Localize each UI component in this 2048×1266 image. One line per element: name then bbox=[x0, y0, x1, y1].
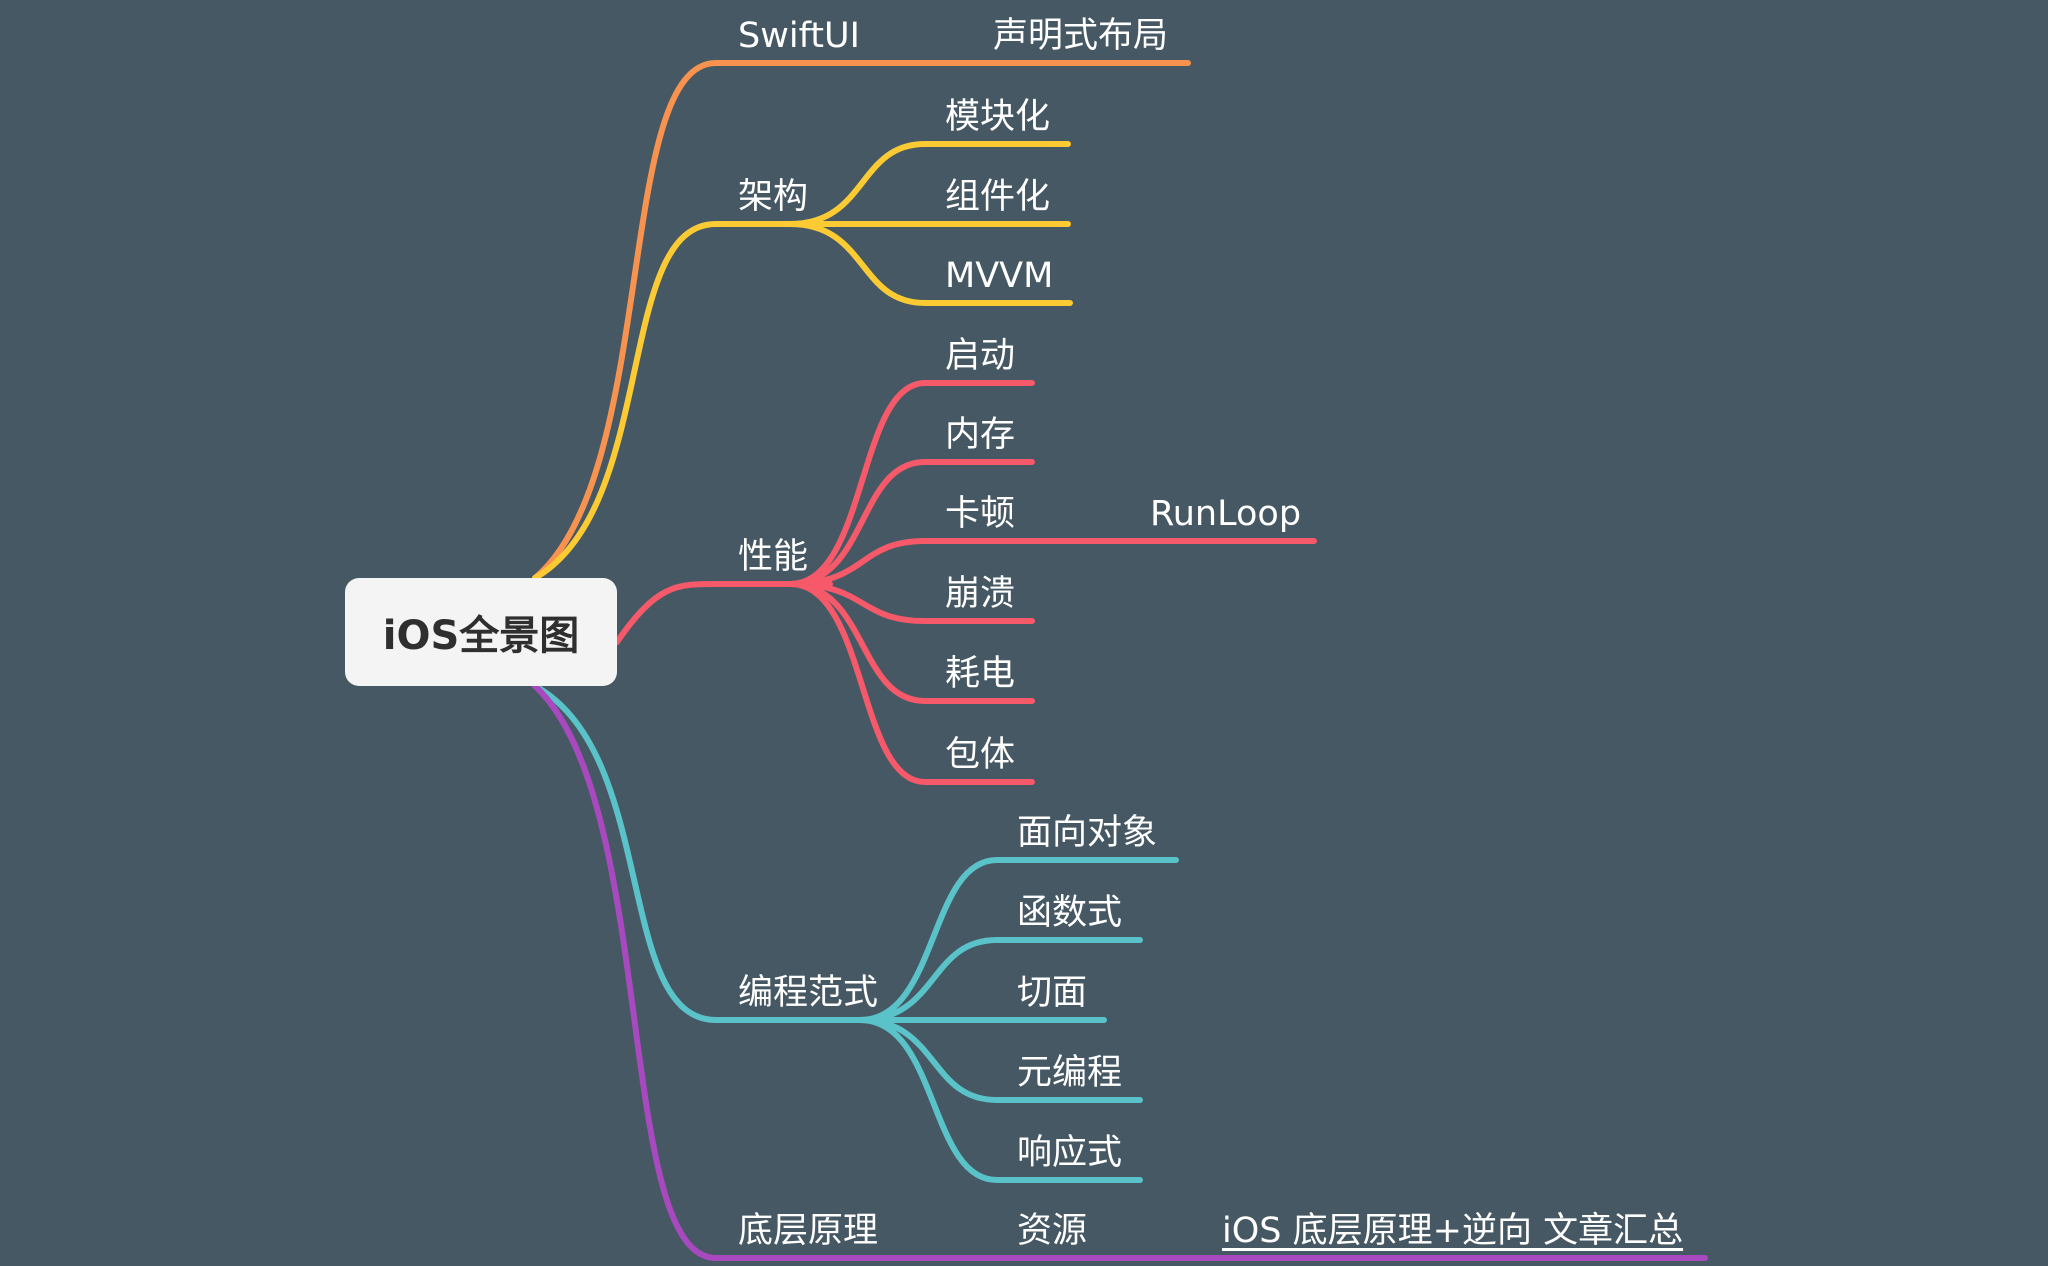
branch-connector-perf bbox=[614, 581, 833, 645]
child-label-perf-3: 崩溃 bbox=[945, 574, 1016, 614]
child-connector-perf-0 bbox=[787, 380, 1035, 587]
leaf-label-perf-2-0: RunLoop bbox=[1150, 494, 1302, 534]
child-connector-perf-5 bbox=[787, 581, 1035, 785]
child-label-perf-5: 包体 bbox=[945, 735, 1016, 775]
child-connector-perf-1 bbox=[787, 459, 1035, 587]
child-label-arch-1: 组件化 bbox=[945, 177, 1051, 217]
child-label-perf-1: 内存 bbox=[945, 415, 1016, 455]
child-connector-paradigm-0 bbox=[857, 857, 1179, 1023]
article-summary-link[interactable]: iOS 底层原理+逆向 文章汇总 bbox=[1222, 1211, 1684, 1251]
branch-label-perf: 性能 bbox=[738, 537, 809, 577]
root-node[interactable]: iOS全景图 bbox=[345, 578, 617, 686]
child-label-paradigm-1: 函数式 bbox=[1017, 893, 1123, 933]
root-node-label: iOS全景图 bbox=[382, 613, 580, 659]
child-connector-arch-2 bbox=[787, 221, 1073, 306]
child-label-perf-0: 启动 bbox=[945, 336, 1016, 376]
child-connector-paradigm-4 bbox=[857, 1017, 1143, 1183]
child-label-swiftui-0: 声明式布局 bbox=[993, 16, 1169, 56]
child-label-perf-4: 耗电 bbox=[945, 654, 1016, 694]
child-connector-arch-0 bbox=[787, 141, 1071, 227]
child-label-perf-2: 卡顿 bbox=[945, 494, 1016, 534]
branch-label-swiftui: SwiftUI bbox=[738, 16, 860, 56]
child-label-paradigm-3: 元编程 bbox=[1017, 1053, 1123, 1093]
branch-label-arch: 架构 bbox=[738, 177, 809, 217]
child-connector-paradigm-1 bbox=[857, 937, 1143, 1023]
child-label-arch-2: MVVM bbox=[945, 256, 1054, 296]
child-label-paradigm-4: 响应式 bbox=[1017, 1133, 1123, 1173]
branch-connector-arch bbox=[532, 221, 833, 581]
child-connector-perf-2 bbox=[787, 538, 1035, 587]
child-connector-perf-3 bbox=[787, 581, 1035, 624]
child-label-underlying-0: 资源 bbox=[1017, 1211, 1088, 1251]
branch-connector-paradigm bbox=[532, 683, 903, 1023]
branch-label-underlying: 底层原理 bbox=[738, 1211, 879, 1251]
child-label-paradigm-2: 切面 bbox=[1017, 973, 1088, 1013]
child-connector-paradigm-3 bbox=[857, 1017, 1143, 1103]
branch-connector-underlying bbox=[532, 683, 903, 1261]
child-label-paradigm-0: 面向对象 bbox=[1017, 813, 1158, 853]
branch-connector-swiftui bbox=[532, 60, 878, 581]
child-connector-perf-4 bbox=[787, 581, 1035, 704]
branch-label-paradigm: 编程范式 bbox=[738, 973, 879, 1013]
child-label-arch-0: 模块化 bbox=[945, 97, 1051, 137]
